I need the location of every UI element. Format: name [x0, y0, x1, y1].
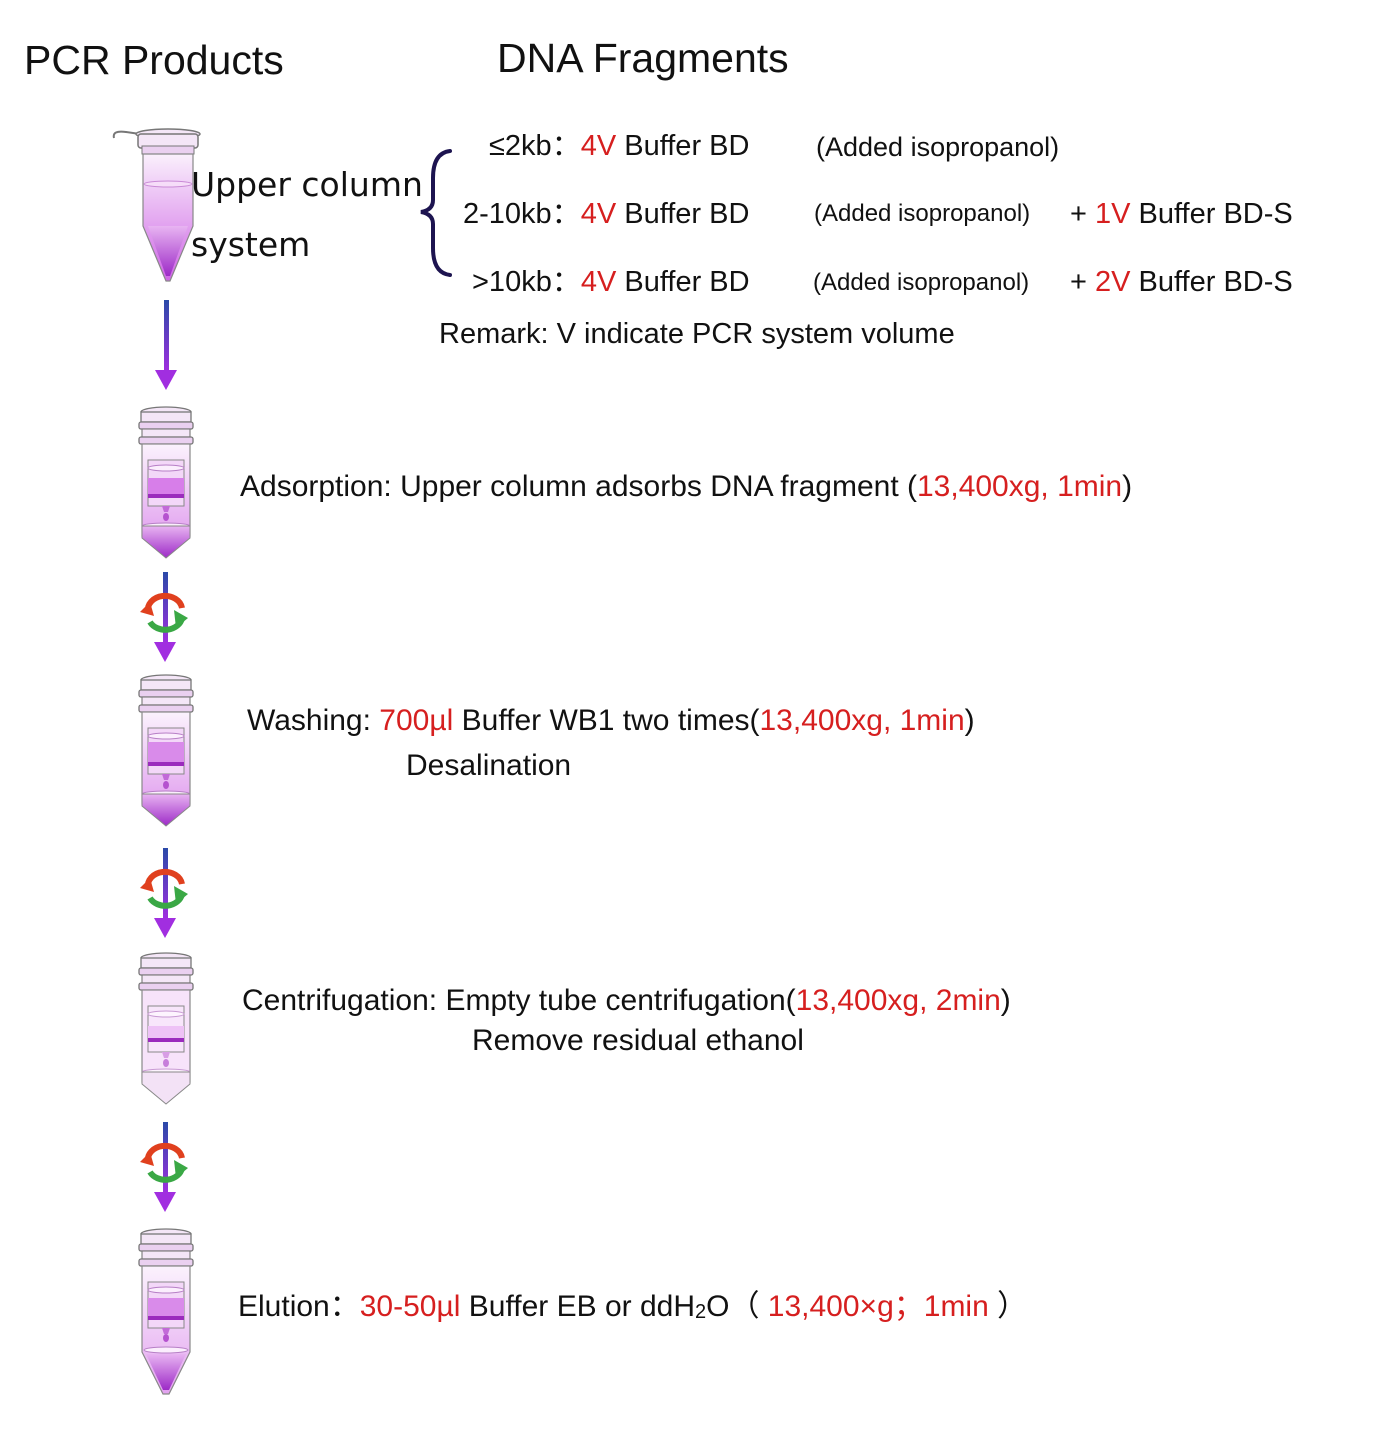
spin-column-icon [138, 952, 194, 1105]
washing-volume: 700µl [379, 704, 454, 737]
condition-row: >10kb：4V Buffer BD [472, 268, 750, 297]
condition-volume-2: 1V [1095, 198, 1131, 230]
washing-params: 13,400xg, 1min [759, 704, 965, 737]
plus-sign: + [1070, 266, 1087, 298]
remark: Remark: V indicate PCR system volume [439, 318, 955, 350]
centrifuge-arrow-icon [140, 572, 188, 662]
step-adsorption: Adsorption: Upper column adsorbs DNA fra… [240, 472, 1132, 502]
condition-row: ≤2kb：4V Buffer BD [489, 132, 749, 161]
condition-note: (Added isopropanol) [814, 200, 1031, 227]
adsorption-params: 13,400xg, 1min [916, 470, 1123, 503]
elution-label: Elution： [238, 1290, 360, 1323]
down-arrow-icon [155, 300, 177, 390]
tube-label-line2: system [191, 225, 311, 264]
step-elution: Elution：30-50µl Buffer EB or ddH2O（ 13,4… [238, 1290, 1028, 1323]
left-title: PCR Products [24, 37, 284, 83]
condition-volume: 4V [580, 198, 617, 230]
elution-subscript: 2 [695, 1301, 707, 1323]
adsorption-close: ) [1122, 470, 1133, 503]
condition-buffer: Buffer BD [624, 130, 750, 162]
right-title: DNA Fragments [497, 35, 789, 81]
condition-separator: ： [551, 266, 581, 298]
condition-note: (Added isopropanol) [816, 132, 1060, 162]
washing-line2: Desalination [406, 749, 572, 782]
spin-column-icon [138, 406, 194, 559]
condition-size: >10kb [472, 266, 552, 298]
condition-size: 2-10kb [463, 198, 552, 230]
condition-buffer-2: Buffer BD-S [1138, 266, 1293, 298]
centrifugation-close: ) [1000, 984, 1011, 1017]
brace-icon [420, 149, 452, 277]
elution-params: 13,400×g；1min [767, 1290, 989, 1323]
washing-label: Washing: [247, 704, 380, 737]
condition-extra: + 2V Buffer BD-S [1070, 268, 1293, 297]
centrifugation-params: 13,400xg, 2min [795, 984, 1001, 1017]
adsorption-label: Adsorption: Upper column adsorbs DNA fra… [240, 470, 917, 503]
condition-note: (Added isopropanol) [813, 269, 1030, 296]
elution-volume: 30-50µl [359, 1290, 461, 1323]
condition-separator: ： [551, 198, 581, 230]
elution-mid2: O（ [706, 1290, 768, 1323]
plus-sign: + [1070, 198, 1087, 230]
condition-size: ≤2kb [489, 130, 552, 162]
washing-mid: Buffer WB1 two times( [453, 704, 760, 737]
pcr-tube-icon [112, 128, 201, 282]
step-centrifugation: Centrifugation: Empty tube centrifugatio… [242, 986, 1011, 1016]
condition-buffer: Buffer BD [624, 266, 750, 298]
condition-row: 2-10kb：4V Buffer BD [463, 200, 749, 229]
condition-extra: + 1V Buffer BD-S [1070, 200, 1293, 229]
centrifuge-arrow-icon [140, 1122, 188, 1212]
condition-buffer-2: Buffer BD-S [1138, 198, 1293, 230]
centrifugation-label: Centrifugation: Empty tube centrifugatio… [242, 984, 796, 1017]
condition-volume-2: 2V [1095, 266, 1131, 298]
condition-volume: 4V [580, 266, 617, 298]
washing-close: ) [964, 704, 975, 737]
centrifuge-arrow-icon [140, 848, 188, 938]
elution-close: ） [988, 1290, 1028, 1323]
elution-mid: Buffer EB or ddH [460, 1290, 695, 1323]
tube-label-line1: Upper column [191, 165, 423, 204]
condition-separator: ： [551, 130, 581, 162]
condition-buffer: Buffer BD [624, 198, 750, 230]
spin-column-icon [138, 674, 194, 827]
step-washing: Washing: 700µl Buffer WB1 two times(13,4… [247, 706, 975, 736]
centrifugation-line2: Remove residual ethanol [472, 1024, 804, 1057]
condition-volume: 4V [580, 130, 617, 162]
elution-tube-icon [138, 1228, 194, 1395]
